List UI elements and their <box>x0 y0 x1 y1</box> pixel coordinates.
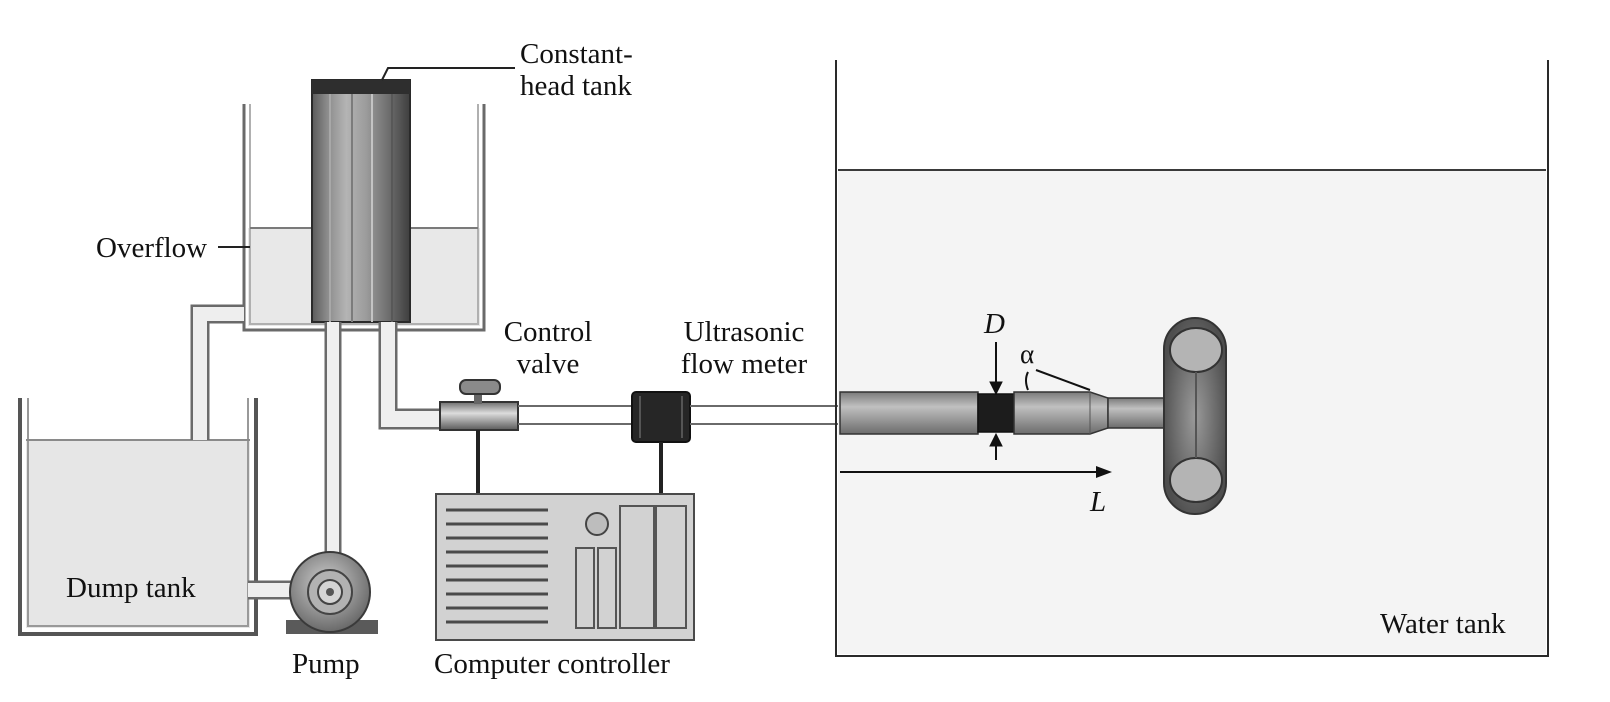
diameter-symbol: D <box>984 308 1005 340</box>
diameter-arrows <box>989 342 1003 460</box>
control-valve <box>439 379 519 494</box>
computer-controller-label: Computer controller <box>434 648 670 680</box>
supply-pipe <box>324 322 342 556</box>
pump-suction-pipe <box>248 580 296 600</box>
pump-label: Pump <box>292 648 360 680</box>
ultrasonic-flow-meter <box>631 391 691 494</box>
dump-tank-label: Dump tank <box>66 572 196 604</box>
outlet-pipe <box>378 322 440 430</box>
computer-controller <box>435 493 695 641</box>
ultrasonic-flow-meter-label: Ultrasonic flow meter <box>680 316 808 380</box>
pump <box>286 551 378 634</box>
length-arrow <box>840 466 1112 478</box>
length-symbol: L <box>1090 486 1107 518</box>
pipe-meter-to-tank <box>690 405 840 425</box>
water-tank-label: Water tank <box>1380 608 1506 640</box>
angle-lines <box>1025 369 1091 391</box>
control-valve-label: Control valve <box>503 316 593 380</box>
pipe-valve-to-meter <box>518 405 632 425</box>
angle-symbol: α <box>1020 339 1035 369</box>
turbine <box>1163 317 1227 515</box>
constant-head-tank <box>311 67 515 323</box>
dump-tank <box>18 398 258 636</box>
overflow-label: Overflow <box>96 232 208 264</box>
jet-nozzle <box>839 391 1165 435</box>
constant-head-leader-line <box>381 67 515 81</box>
overflow-return-pipe <box>190 304 244 440</box>
constant-head-tank-label: Constant- head tank <box>520 38 633 102</box>
